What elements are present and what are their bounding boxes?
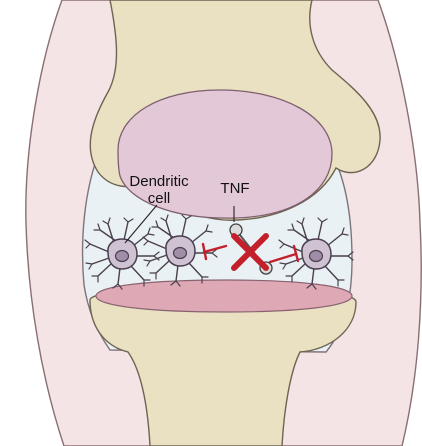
dendritic-cell-label: Dendritic cell (112, 173, 206, 207)
meniscus (96, 280, 352, 312)
dendritic-cell-label-line2: cell (112, 190, 206, 207)
dendritic-cell-label-line1: Dendritic (112, 173, 206, 190)
tnf-label: TNF (210, 180, 260, 197)
